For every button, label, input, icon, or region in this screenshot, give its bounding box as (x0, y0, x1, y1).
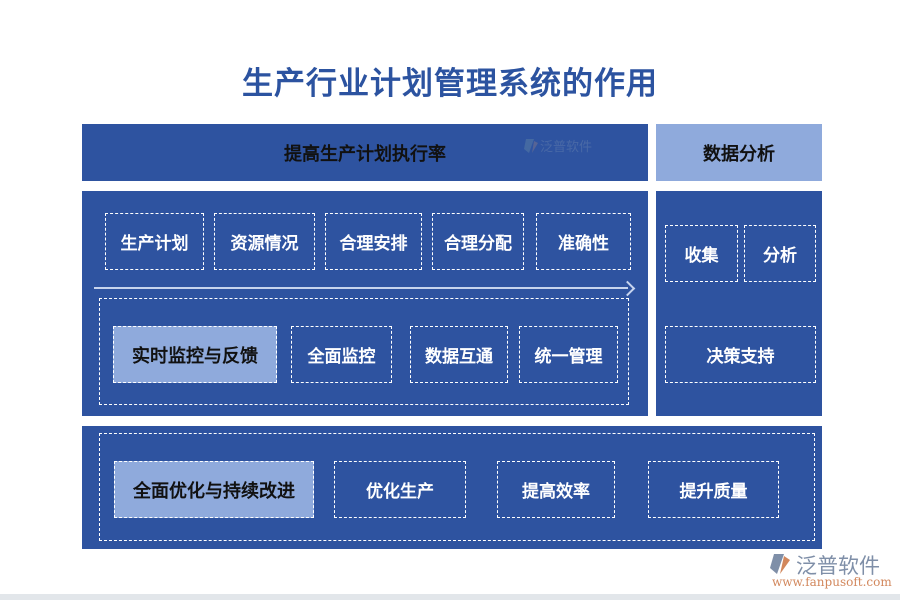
logo-url: www.fanpusoft.com (772, 575, 892, 589)
analysis-panel (656, 191, 822, 416)
realtime-monitoring-highlight: 实时监控与反馈 (113, 326, 277, 383)
row1-item-accuracy: 准确性 (536, 213, 631, 270)
monitoring-item-unified-management: 统一管理 (519, 326, 618, 383)
analysis-item-collect: 收集 (665, 225, 738, 282)
execution-header-label: 提高生产计划执行率 (284, 143, 446, 165)
monitoring-frame (99, 298, 629, 405)
flow-arrow-line (94, 287, 628, 289)
fanpu-logo-icon (770, 554, 790, 574)
analysis-header-label: 数据分析 (703, 143, 775, 165)
analysis-item-decision-support: 决策支持 (665, 326, 816, 383)
monitoring-item-data-sharing: 数据互通 (410, 326, 508, 383)
analysis-header: 数据分析 (656, 124, 822, 181)
row1-item-allocation: 合理分配 (432, 213, 524, 270)
page-title: 生产行业计划管理系统的作用 (242, 66, 658, 102)
optimization-item-improve-quality: 提升质量 (648, 461, 779, 518)
optimization-item-optimize-production: 优化生产 (334, 461, 466, 518)
monitoring-item-full-monitor: 全面监控 (291, 326, 392, 383)
optimization-item-improve-efficiency: 提高效率 (497, 461, 615, 518)
row1-item-resources: 资源情况 (214, 213, 315, 270)
row1-item-production-plan: 生产计划 (105, 213, 204, 270)
row1-item-arrangement: 合理安排 (325, 213, 422, 270)
optimization-frame (99, 433, 815, 541)
analysis-item-analyze: 分析 (744, 225, 816, 282)
logo-name: 泛普软件 (796, 554, 880, 578)
optimization-highlight: 全面优化与持续改进 (114, 461, 314, 518)
watermark-text: 泛普软件 (540, 140, 593, 155)
execution-header: 提高生产计划执行率 (82, 124, 648, 181)
bottom-bar (0, 594, 900, 600)
fanpu-logo-icon (524, 138, 538, 153)
watermark: 泛普软件 (522, 136, 592, 155)
